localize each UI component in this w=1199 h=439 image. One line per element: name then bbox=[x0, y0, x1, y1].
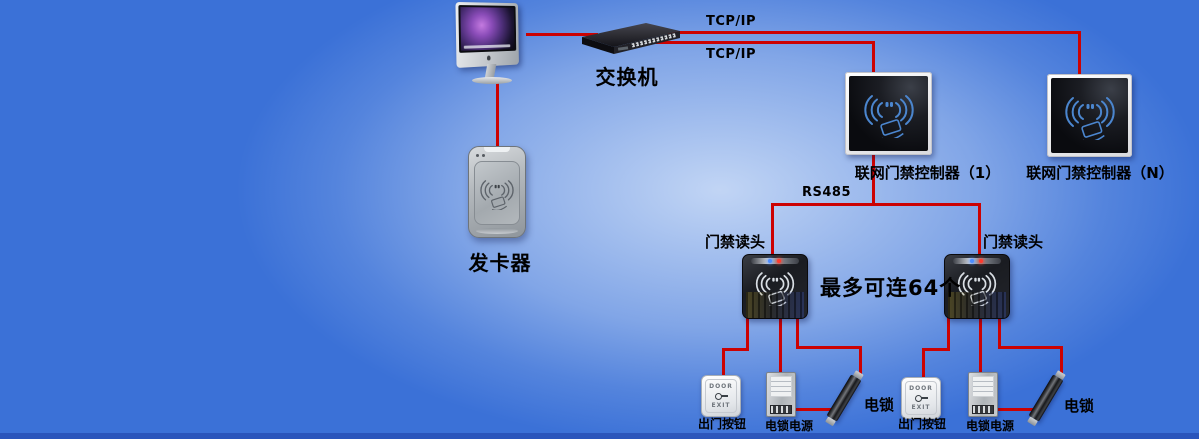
rfid-wave-icon bbox=[480, 180, 514, 210]
key-icon bbox=[914, 395, 928, 402]
exit-button-exit-text: EXIT bbox=[711, 401, 731, 409]
apple-logo-icon bbox=[486, 55, 491, 61]
link-rs485-bus bbox=[771, 203, 981, 206]
link-reader2-exitbtn-v1 bbox=[947, 317, 950, 351]
link-computer-switch bbox=[526, 33, 598, 36]
exit-button-1-label: 出门按钮 bbox=[697, 417, 746, 431]
exit-button-2: DOOR EXIT bbox=[901, 377, 941, 419]
reader-reflection bbox=[745, 291, 805, 318]
link-reader2-exitbtn-h bbox=[922, 348, 950, 351]
rs485-label: RS485 bbox=[802, 185, 852, 200]
reader-2-label: 门禁读头 bbox=[983, 233, 1044, 251]
link-psu2-lock2 bbox=[995, 408, 1042, 411]
link-reader1-exitbtn-v1 bbox=[746, 317, 749, 351]
link-tcpip-bottom bbox=[656, 41, 875, 44]
network-switch bbox=[578, 20, 684, 58]
exit-button-exit-text: EXIT bbox=[911, 403, 931, 411]
electric-lock-2 bbox=[1028, 374, 1064, 422]
card-issuer-label: 发卡器 bbox=[468, 251, 532, 275]
led-blue-icon bbox=[970, 259, 975, 263]
switch-label: 交换机 bbox=[595, 65, 659, 89]
link-reader1-exitbtn-v2 bbox=[722, 348, 725, 377]
max-connect-note: 最多可连64个 bbox=[820, 276, 962, 300]
link-tcpip-top bbox=[664, 31, 1080, 34]
management-computer bbox=[452, 1, 536, 86]
bottom-edge bbox=[0, 433, 1199, 439]
link-reader1-lock-h bbox=[796, 346, 862, 349]
reader-2 bbox=[944, 254, 1010, 319]
rfid-wave-icon bbox=[1064, 96, 1115, 140]
led-blue-icon bbox=[768, 259, 773, 263]
tcpip-label-bottom: TCP/IP bbox=[706, 47, 757, 62]
key-icon bbox=[714, 393, 728, 400]
led-red-icon bbox=[979, 259, 984, 263]
rfid-wave-icon bbox=[957, 272, 997, 308]
lock-power-supply-2 bbox=[968, 372, 998, 417]
link-reader1-lock-v2 bbox=[859, 346, 862, 376]
lock-power-supply-1 bbox=[766, 372, 796, 417]
psu-spec-label bbox=[972, 376, 994, 397]
rfid-wave-icon bbox=[863, 94, 914, 138]
link-reader2-lock-h bbox=[998, 346, 1063, 349]
exit-button-1: DOOR EXIT bbox=[701, 375, 741, 417]
electric-lock-1 bbox=[826, 374, 862, 422]
lock-2-label: 电锁 bbox=[1064, 397, 1095, 415]
tcpip-label-top: TCP/IP bbox=[706, 14, 757, 29]
reader-led-band bbox=[750, 258, 800, 264]
link-reader2-lock-v1 bbox=[998, 317, 1001, 349]
link-psu1-lock1 bbox=[793, 408, 840, 411]
reader-1 bbox=[742, 254, 808, 319]
exit-button-door-text: DOOR bbox=[709, 382, 733, 390]
exit-button-door-text: DOOR bbox=[909, 384, 933, 392]
exit-button-2-label: 出门按钮 bbox=[897, 417, 946, 431]
computer-base bbox=[472, 77, 512, 84]
psu-terminal-strip bbox=[972, 405, 994, 414]
controller-n bbox=[1047, 74, 1132, 157]
link-computer-issuer bbox=[496, 80, 499, 148]
controller-1 bbox=[845, 72, 932, 155]
led-red-icon bbox=[777, 259, 782, 263]
link-reader1-exitbtn-h bbox=[722, 348, 749, 351]
link-controller1-rs485 bbox=[872, 153, 875, 206]
link-drop-controller-1 bbox=[872, 41, 875, 74]
lock-power-2-label: 电锁电源 bbox=[965, 419, 1014, 433]
lock-power-1-label: 电锁电源 bbox=[764, 419, 813, 433]
psu-terminal-strip bbox=[770, 405, 792, 414]
psu-spec-label bbox=[770, 376, 792, 397]
controller-n-label: 联网门禁控制器（N） bbox=[1026, 164, 1174, 182]
link-reader1-psu bbox=[779, 317, 782, 374]
controller-1-label: 联网门禁控制器（1） bbox=[854, 164, 1001, 182]
link-reader1-lock-v1 bbox=[796, 317, 799, 349]
reader-1-label: 门禁读头 bbox=[705, 233, 766, 251]
card-issuer bbox=[468, 146, 526, 238]
reader-led-band bbox=[952, 258, 1002, 264]
lock-1-label: 电锁 bbox=[864, 396, 895, 414]
link-reader2-psu bbox=[979, 317, 982, 374]
reader-reflection bbox=[947, 291, 1007, 318]
link-drop-controller-n bbox=[1078, 31, 1081, 76]
computer-screen bbox=[455, 1, 519, 68]
link-reader2-lock-v2 bbox=[1060, 346, 1063, 376]
link-drop-reader-1 bbox=[771, 203, 774, 256]
link-drop-reader-2 bbox=[978, 203, 981, 256]
link-reader2-exitbtn-v2 bbox=[922, 348, 925, 379]
rack-switch-icon bbox=[582, 23, 680, 54]
